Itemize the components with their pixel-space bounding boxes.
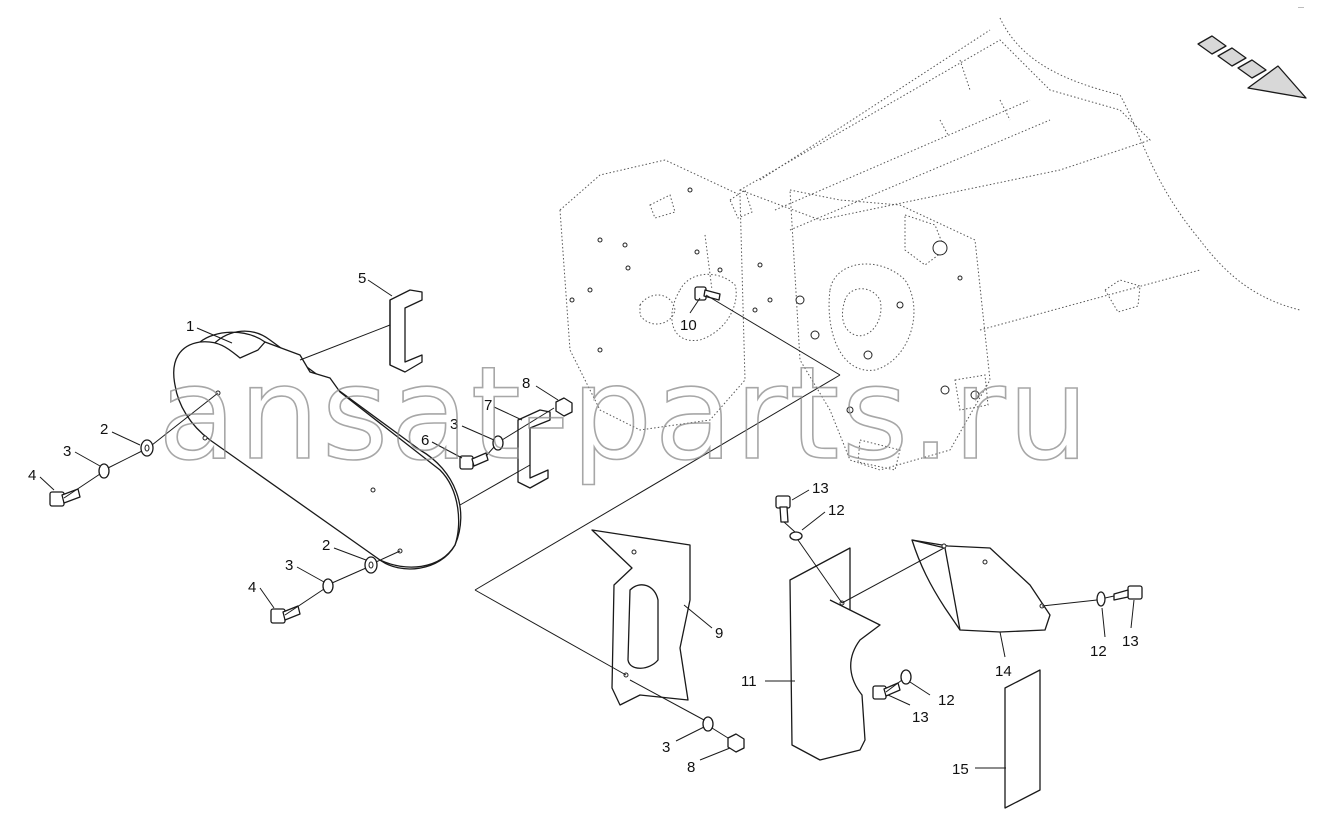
callout-2: 2 [322,537,330,554]
washer-part-12 [789,531,803,541]
washer-part-3 [322,578,334,594]
callout-5: 5 [358,270,366,287]
callout-15: 15 [952,761,969,778]
callout-11: 11 [741,673,757,690]
callout-3: 3 [285,557,293,574]
washer-part-3 [98,463,110,479]
cover-part-14 [911,539,1051,633]
callouts: 1 2 3 4 2 3 4 5 6 3 7 8 9 10 11 3 8 13 1… [28,270,1139,778]
bolt-part-4 [270,605,301,624]
washer-part-3 [702,716,714,732]
callout-12: 12 [938,692,955,709]
strip-part-15 [1004,669,1041,809]
nut-part-8 [727,733,745,753]
direction-arrow-icon [1197,35,1307,99]
callout-6: 6 [421,432,429,449]
washer-part-12 [1096,591,1106,607]
bolt-part-13 [1113,585,1143,601]
washer-part-12 [900,669,912,685]
bolt-part-4 [49,488,81,507]
callout-1: 1 [186,318,194,335]
nut-part-8 [555,397,573,417]
corner-mark: — [1298,5,1304,11]
callout-13: 13 [912,709,929,726]
bolt-part-10 [694,286,721,301]
side-plate-part-11 [789,547,881,761]
callout-12: 12 [1090,643,1107,660]
callout-3: 3 [450,416,458,433]
callout-12: 12 [828,502,845,519]
callout-4: 4 [248,579,256,596]
belt-guard-part-1 [173,330,462,570]
callout-7: 7 [484,397,492,414]
callout-10: 10 [680,317,697,334]
callout-leaders [39,279,1135,769]
callout-9: 9 [715,625,723,642]
washer-part-2 [140,439,154,457]
bolt-part-13 [872,682,901,700]
callout-3: 3 [63,443,71,460]
washer-part-2 [364,556,378,574]
callout-14: 14 [995,663,1012,680]
panel-part-9 [591,529,691,706]
callout-13: 13 [812,480,829,497]
bracket-part-7 [517,409,551,489]
assembly-lines [63,294,1115,739]
bolt-part-6 [459,452,489,470]
callout-2: 2 [100,421,108,438]
callout-8: 8 [522,375,530,392]
callout-8: 8 [687,759,695,776]
bracket-part-5 [389,289,423,373]
callout-3: 3 [662,739,670,756]
watermark-text: ansat-parts.ru [158,340,1091,489]
callout-4: 4 [28,467,36,484]
machine-holes [569,187,980,414]
callout-13: 13 [1122,633,1139,650]
washer-part-3 [492,435,504,451]
machine-housing-outline [559,17,1301,471]
bolt-part-13 [775,495,791,523]
